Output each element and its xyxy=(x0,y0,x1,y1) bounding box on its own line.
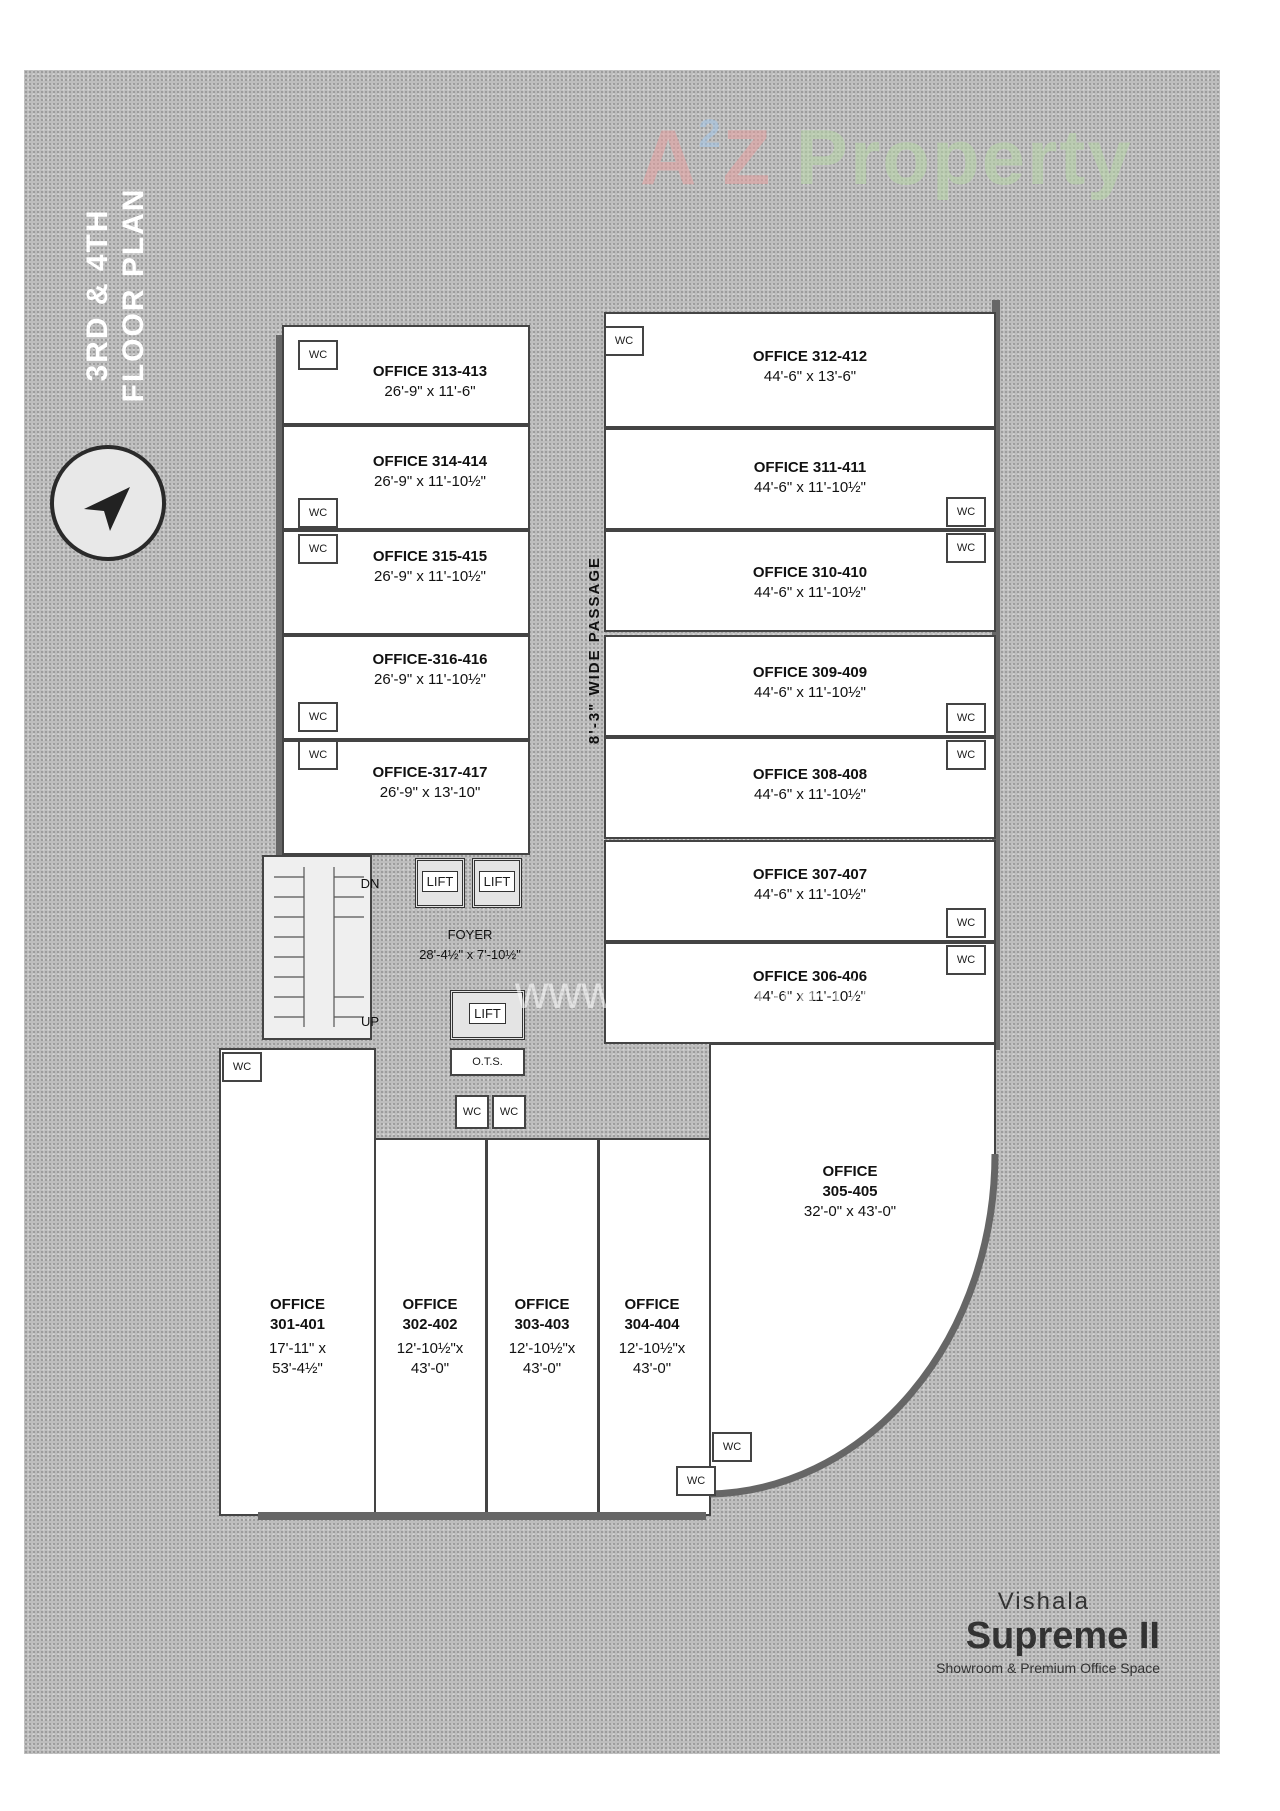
office-301-401 xyxy=(219,1048,376,1516)
office-302-402 xyxy=(374,1138,487,1516)
wall xyxy=(276,335,284,855)
office-308-408 xyxy=(604,737,996,839)
wc: WC xyxy=(298,702,338,732)
a2z-url-watermark: www.A2ZProperty.i xyxy=(515,966,903,1018)
staircase xyxy=(262,855,372,1040)
wc: WC xyxy=(492,1095,526,1129)
wc: WC xyxy=(298,740,338,770)
wc: WC xyxy=(298,340,338,370)
wc: WC xyxy=(946,533,986,563)
wc: WC xyxy=(946,497,986,527)
office-306-406 xyxy=(604,942,996,1044)
project-logo: Vishala Supreme II Showroom & Premium Of… xyxy=(936,1588,1160,1676)
wc: WC xyxy=(298,498,338,528)
wc: WC xyxy=(676,1466,716,1496)
office-312-412 xyxy=(604,312,996,428)
stairs-down-label: DN xyxy=(360,876,380,891)
stairs-up-label: UP xyxy=(360,1014,380,1029)
wc: WC xyxy=(712,1432,752,1462)
lift: LIFT xyxy=(472,858,522,908)
wc: WC xyxy=(298,534,338,564)
wall xyxy=(992,300,1000,1050)
wc: WC xyxy=(222,1052,262,1082)
wall xyxy=(258,1512,706,1520)
wc: WC xyxy=(946,908,986,938)
wc: WC xyxy=(946,740,986,770)
office-307-407 xyxy=(604,840,996,942)
wc: WC xyxy=(604,326,644,356)
office-309-409 xyxy=(604,635,996,737)
a2z-watermark-logo: A2Z Property xyxy=(640,112,1133,201)
lift: LIFT xyxy=(415,858,465,908)
wc: WC xyxy=(946,945,986,975)
office-305-405 xyxy=(709,1044,999,1498)
office-310-410 xyxy=(604,530,996,632)
wc: WC xyxy=(946,703,986,733)
wc: WC xyxy=(455,1095,489,1129)
passage-label: 8'-3" WIDE PASSAGE xyxy=(586,555,603,745)
north-arrow-icon xyxy=(50,445,166,561)
lift: LIFT xyxy=(450,990,525,1040)
ots-shaft: O.T.S. xyxy=(450,1048,525,1076)
office-311-411 xyxy=(604,428,996,530)
office-313-413 xyxy=(282,325,530,425)
